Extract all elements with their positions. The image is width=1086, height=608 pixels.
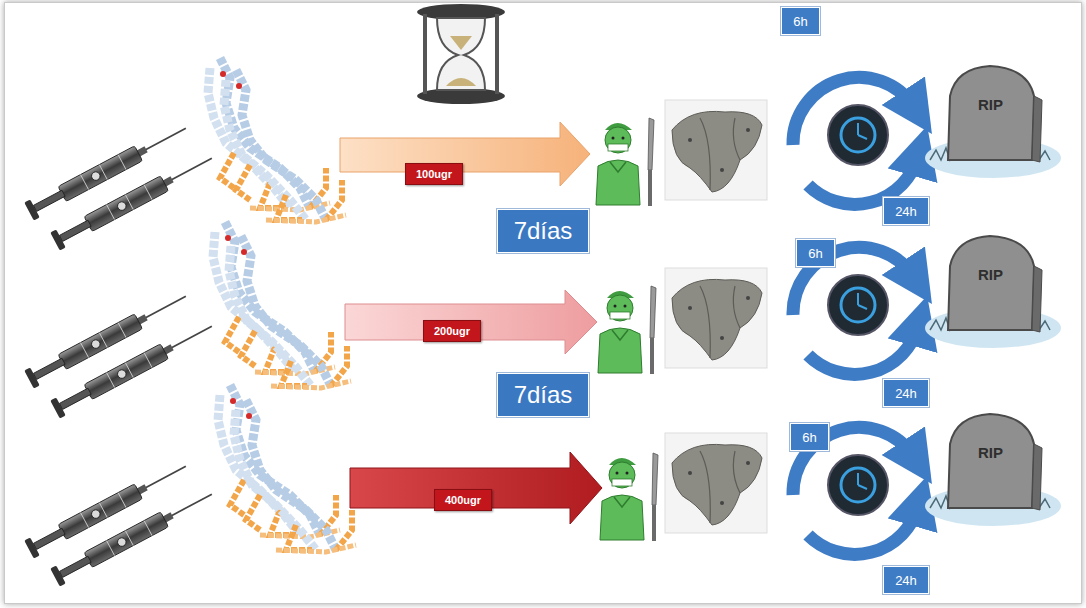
dose-arrow	[350, 452, 602, 524]
time-box: 6h	[790, 423, 829, 451]
time-box: 24h	[883, 566, 929, 594]
time-label: 6h	[802, 430, 816, 445]
days-box: 7días	[497, 209, 589, 253]
dose-arrow	[340, 122, 590, 186]
time-label: 6h	[808, 246, 822, 261]
time-box: 24h	[883, 197, 929, 225]
tombstone-text: RIP	[978, 266, 1003, 283]
time-cycle	[793, 77, 918, 554]
days-label: 7días	[514, 217, 573, 245]
hourglass	[417, 4, 505, 104]
dose-label: 100ugr	[416, 168, 452, 180]
dose-arrow	[345, 290, 597, 354]
time-label: 24h	[895, 573, 917, 588]
dose-label: 400ugr	[445, 494, 481, 506]
tombstone-text: RIP	[978, 96, 1003, 113]
rats	[208, 58, 356, 552]
days-box: 7días	[497, 373, 589, 417]
time-box: 6h	[796, 239, 835, 267]
days-label: 7días	[514, 381, 573, 409]
surgery	[596, 100, 767, 541]
time-box: 6h	[781, 7, 820, 35]
dose-box: 400ugr	[434, 489, 492, 511]
time-label: 6h	[793, 14, 807, 29]
tombstone-text: RIP	[978, 444, 1003, 461]
time-label: 24h	[895, 204, 917, 219]
syringes	[24, 119, 216, 586]
time-box: 24h	[883, 379, 929, 407]
tombstone	[925, 66, 1061, 526]
dose-box: 100ugr	[405, 163, 463, 185]
time-label: 24h	[895, 386, 917, 401]
dose-box: 200ugr	[423, 320, 481, 342]
dose-label: 200ugr	[434, 325, 470, 337]
